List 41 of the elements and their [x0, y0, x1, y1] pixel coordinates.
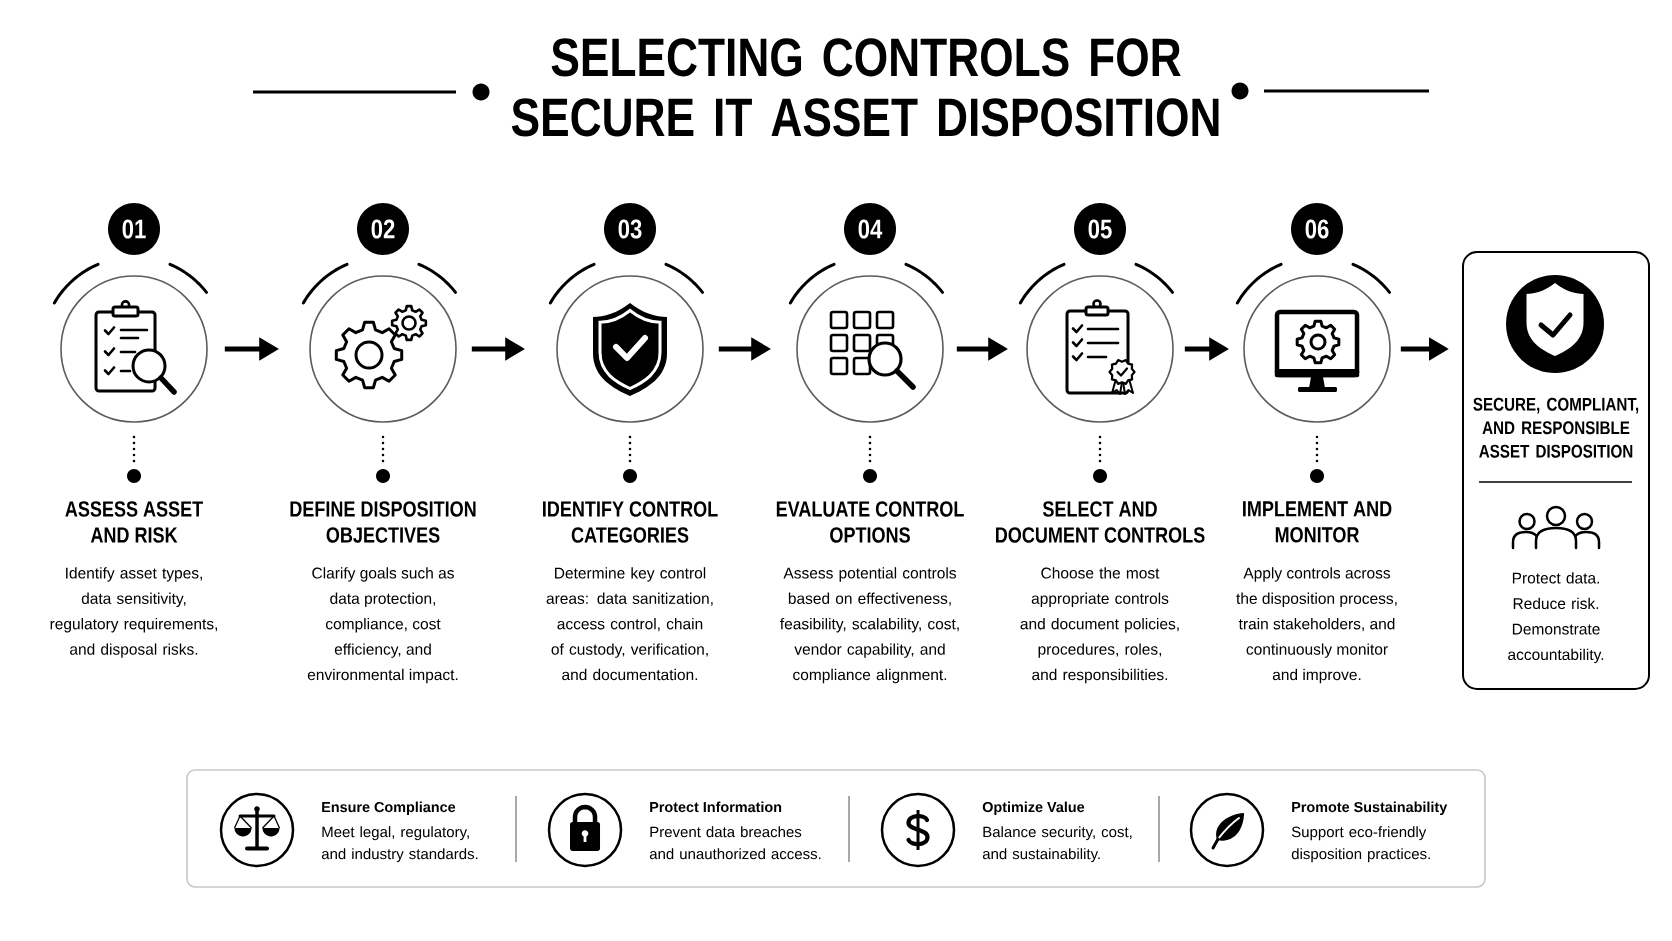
step-circle [556, 275, 704, 423]
card-text: Protect data. Reduce risk. Demonstrate accountability. [1508, 572, 1604, 664]
item-description: Support eco-friendly disposition practices. [1291, 826, 1430, 863]
result-card [1462, 251, 1650, 690]
number-badge: 06 [1291, 203, 1343, 255]
item-description: Balance security, cost, and sustainability. [982, 826, 1132, 863]
item-title: Ensure Compliance [322, 801, 456, 815]
title: SELECTING CONTROLS FOR SECURE IT ASSET DISPOSITION [511, 38, 1219, 137]
leaf-icon [1189, 792, 1265, 868]
number-badge: 03 [604, 203, 656, 255]
step-heading: IDENTIFY CONTROL CATEGORIES [543, 501, 718, 543]
card-heading: SECURE, COMPLIANT, AND RESPONSIBLE ASSET DISPOSITION [1473, 397, 1639, 458]
number-badge: 05 [1074, 203, 1126, 255]
step-heading: DEFINE DISPOSITION OBJECTIVES [290, 501, 476, 543]
step-circle [1243, 275, 1391, 423]
number-badge: 02 [357, 203, 409, 255]
step-heading: ASSESS ASSET AND RISK [65, 501, 203, 543]
info-panel [186, 769, 1486, 888]
dollar-icon [880, 792, 956, 868]
step-circle [1026, 275, 1174, 423]
step-description: Apply controls across the disposition process, train stakeholders, and continuously monitor and improve. [1236, 567, 1397, 684]
number-badge: 01 [108, 203, 160, 255]
step-description: Choose the most appropriate controls and document policies, procedures, roles, and responsibilities. [1020, 567, 1179, 684]
step-description: Identify asset types, data sensitivity, regulatory requirements, and disposal risks. [50, 567, 217, 658]
step-description: Clarify goals such as data protection, compliance, cost efficiency, and environmental impact. [307, 567, 458, 684]
item-title: Optimize Value [982, 801, 1085, 815]
padlock-icon [547, 792, 623, 868]
scales-icon [219, 792, 295, 868]
item-title: Protect Information [650, 801, 782, 813]
step-heading: EVALUATE CONTROL OPTIONS [776, 501, 964, 543]
item-description: Meet legal, regulatory, and industry standards. [321, 826, 478, 863]
step-circle [309, 275, 457, 423]
step-description: Assess potential controls based on effectiveness, feasibility, scalability, cost, vendor capability, and compliance alignment. [780, 567, 959, 684]
item-title: Promote Sustainability [1292, 801, 1448, 815]
number-badge: 04 [844, 203, 896, 255]
step-heading: SELECT AND DOCUMENT CONTROLS [996, 501, 1205, 543]
step-circle [60, 275, 208, 423]
step-description: Determine key control areas: data sanitization, access control, chain of custody, verification, and documentation. [546, 567, 713, 681]
step-heading: IMPLEMENT AND MONITOR [1243, 501, 1392, 543]
item-description: Prevent data breaches and unauthorized access. [649, 826, 821, 860]
step-circle [796, 275, 944, 423]
